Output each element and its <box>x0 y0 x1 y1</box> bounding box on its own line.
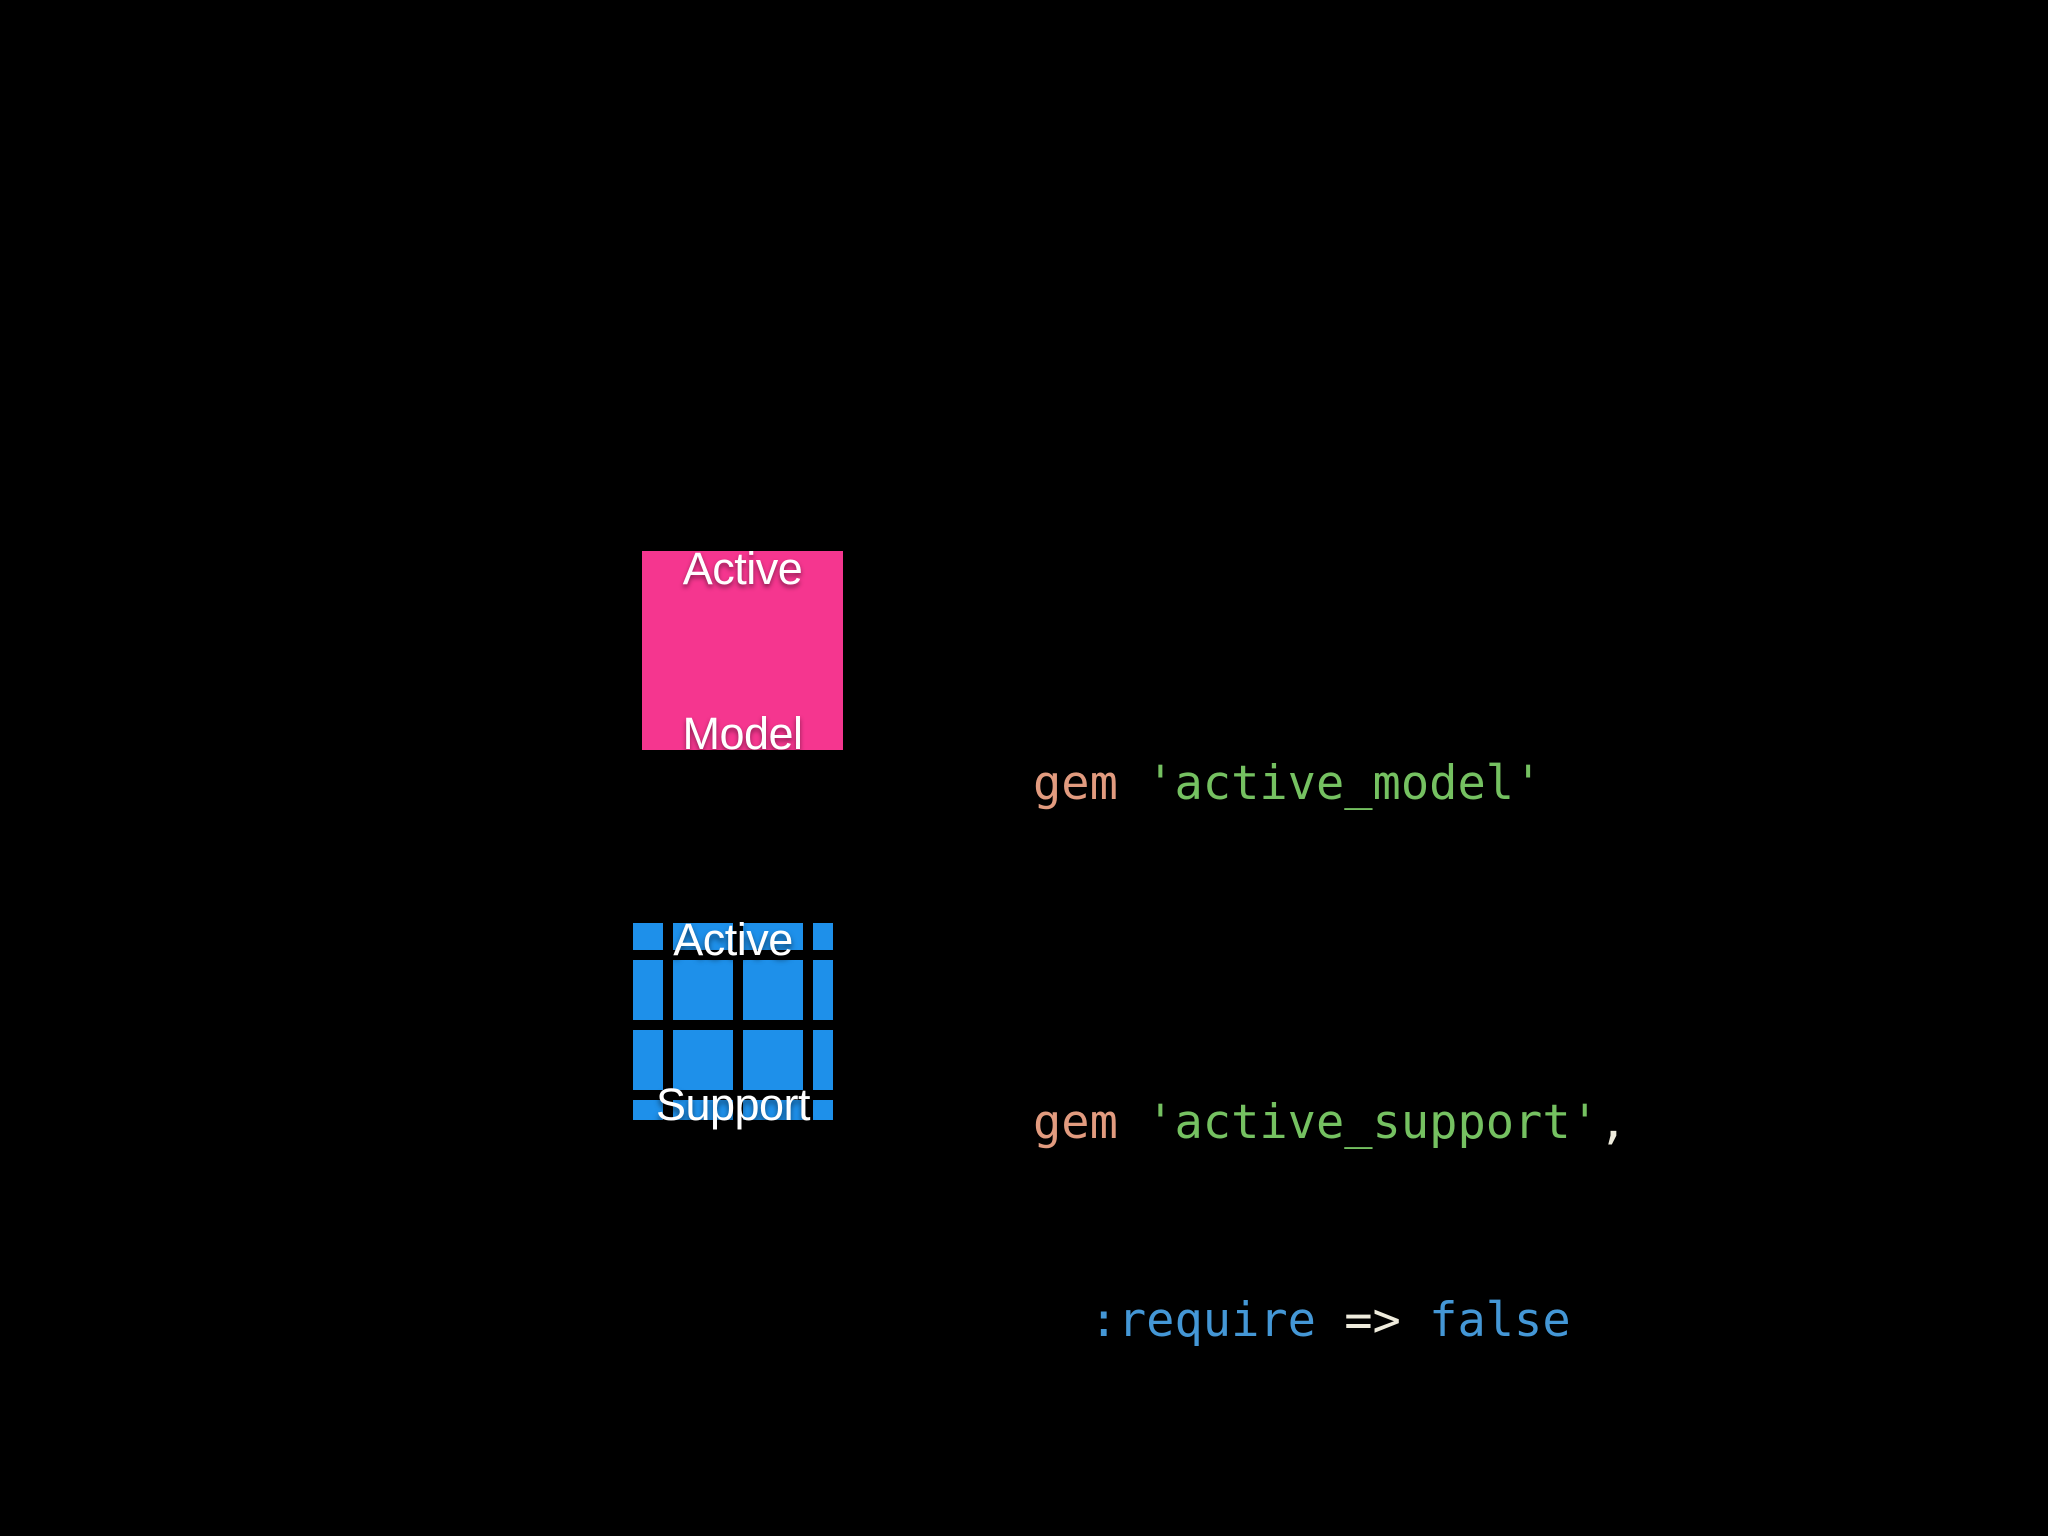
active-support-grid-icon <box>633 923 833 1120</box>
grid-cell <box>813 1030 833 1090</box>
grid-cell <box>743 960 803 1020</box>
active-model-label: Active Model <box>682 431 803 871</box>
grid-cell <box>673 1100 733 1120</box>
grid-cell <box>633 1030 663 1090</box>
grid-cell <box>633 960 663 1020</box>
grid-cell <box>673 923 733 950</box>
code-token-string: 'active_model' <box>1146 756 1543 811</box>
grid-cell <box>673 960 733 1020</box>
code-block-active-model: gem 'active_model' <box>1033 619 1542 949</box>
active-support-label-line1: Active <box>673 913 793 965</box>
grid-cell <box>633 1100 663 1120</box>
grid-cell <box>813 1100 833 1120</box>
active-model-box: Active Model <box>642 543 843 759</box>
grid-cell <box>813 960 833 1020</box>
code-token-symbol: :require <box>1089 1293 1316 1348</box>
active-support-label-line2: Support <box>655 1078 811 1130</box>
code-line: gem 'active_support', <box>1033 1090 1627 1156</box>
code-token-space <box>1118 1095 1146 1150</box>
code-token-keyword: gem <box>1033 756 1118 811</box>
grid-cell <box>813 923 833 950</box>
grid-cell <box>743 1100 803 1120</box>
code-token-string: 'active_support' <box>1146 1095 1599 1150</box>
grid-cell <box>743 923 803 950</box>
code-line: gem 'active_model' <box>1033 751 1542 817</box>
active-model-label-line1: Active <box>682 542 803 594</box>
grid-cell <box>633 923 663 950</box>
grid-cell <box>743 1030 803 1090</box>
code-token-arrow: => <box>1315 1293 1430 1348</box>
code-token-keyword: gem <box>1033 1095 1118 1150</box>
grid-cell <box>673 1030 733 1090</box>
code-token-space <box>1118 756 1146 811</box>
active-model-label-line2: Model <box>682 707 803 759</box>
code-token-indent <box>1033 1293 1090 1348</box>
code-block-active-support: gem 'active_support', :require => false <box>1033 958 1627 1486</box>
code-token-symbol: false <box>1429 1293 1571 1348</box>
code-line: :require => false <box>1033 1288 1627 1354</box>
active-support-box: Active Support <box>633 914 833 1130</box>
active-support-label: Active Support <box>655 802 811 1242</box>
code-token-comma: , <box>1598 1095 1628 1150</box>
